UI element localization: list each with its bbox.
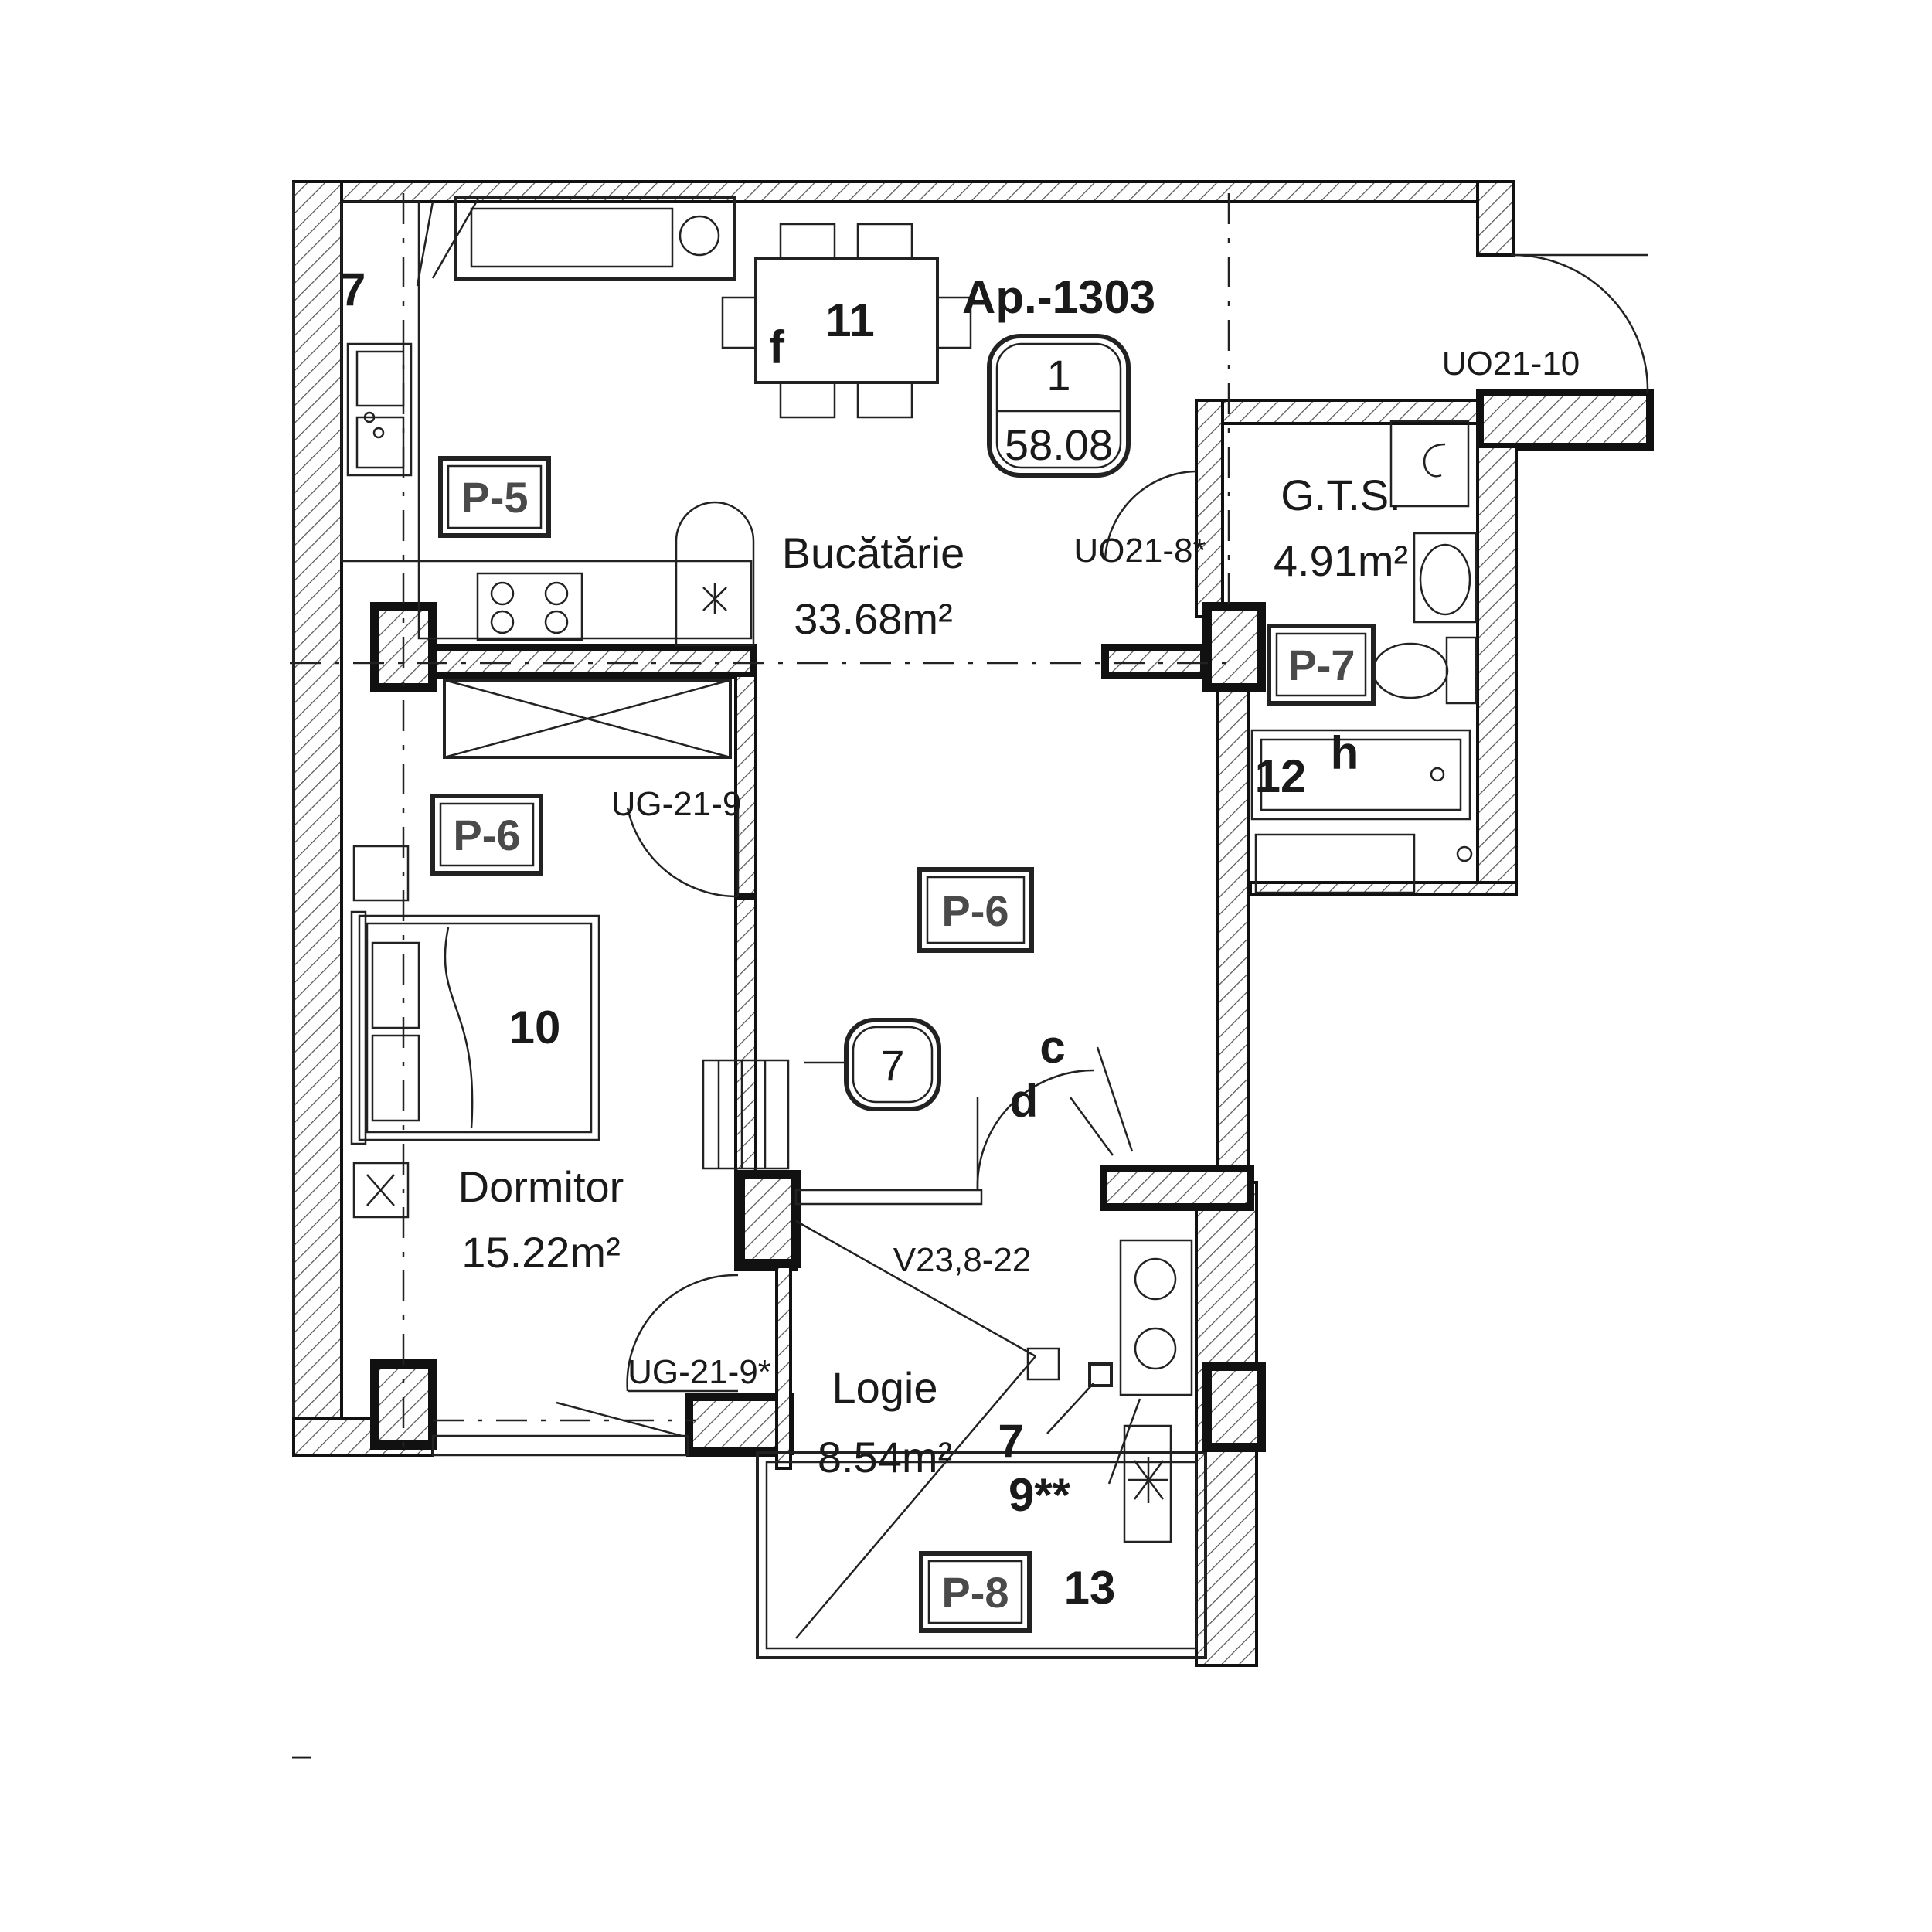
loggia-fixtures <box>795 1219 1193 1639</box>
leader-lines <box>804 1046 1141 1485</box>
bathroom-fixtures <box>1250 420 1478 894</box>
door-uo21-8: UO21-8* <box>1073 532 1206 570</box>
callout-7-circle <box>844 1018 941 1111</box>
fridge-icon <box>675 501 755 647</box>
stove-icon <box>476 572 583 641</box>
door-uo21-10-swing <box>1510 253 1649 393</box>
window-v23 <box>794 1189 983 1206</box>
door-ug21-9b: UG-21-9* <box>628 1353 771 1391</box>
kitchen-counter <box>340 196 753 640</box>
columns <box>370 602 1266 1452</box>
radiator-icon <box>702 1059 790 1170</box>
kitchen-area: 33.68m² <box>794 594 952 643</box>
apartment-area: 58.08 <box>1005 420 1113 469</box>
letter-d: d <box>1010 1075 1039 1127</box>
letter-f: f <box>769 321 785 373</box>
finish-tags <box>430 456 1376 1633</box>
number-7-loggia: 7 <box>998 1415 1023 1467</box>
apartment-name: Ap.-1303 <box>962 271 1155 323</box>
bathroom-name: G.T.S. <box>1281 471 1401 519</box>
kitchen-name: Bucătărie <box>782 529 965 577</box>
tag-p7: P-7 <box>1287 641 1355 689</box>
bedroom-area: 15.22m² <box>461 1228 620 1277</box>
dining-table-icon <box>721 223 972 419</box>
bathroom-area: 4.91m² <box>1274 536 1408 585</box>
nightstand-icon <box>352 845 410 1219</box>
number-13: 13 <box>1064 1562 1116 1614</box>
tag-p6-bedroom: P-6 <box>453 811 520 859</box>
door-ug21-9-swing <box>626 804 1094 1393</box>
tag-p6-living: P-6 <box>941 886 1009 935</box>
letter-h: h <box>1331 727 1359 779</box>
bed-icon <box>350 910 600 1145</box>
door-uo21-10: UO21-10 <box>1442 345 1580 383</box>
wardrobe-icon <box>443 679 732 759</box>
tag-p5: P-5 <box>461 473 528 522</box>
dash-mark: – <box>292 1736 311 1774</box>
number-12: 12 <box>1255 750 1307 802</box>
number-7-left: 7 <box>340 264 366 315</box>
loggia-area: 8.54m² <box>818 1433 952 1481</box>
letter-c: c <box>1039 1021 1065 1073</box>
number-10: 10 <box>509 1002 561 1053</box>
number-7-circle: 7 <box>880 1041 904 1090</box>
number-9: 9** <box>1009 1469 1071 1521</box>
apartment-rooms: 1 <box>1046 351 1070 400</box>
bedroom-name: Dormitor <box>458 1162 624 1211</box>
loggia-name: Logie <box>832 1363 937 1412</box>
door-ug21-9: UG-21-9 <box>611 785 742 823</box>
apartment-badge <box>987 334 1131 478</box>
balcony-door <box>431 1401 689 1457</box>
number-11: 11 <box>825 294 874 346</box>
tag-p8: P-8 <box>941 1568 1009 1617</box>
door-uo21-8-swing <box>1104 470 1197 561</box>
window-v23-label: V23,8-22 <box>893 1241 1032 1279</box>
sink-icon <box>346 342 413 477</box>
